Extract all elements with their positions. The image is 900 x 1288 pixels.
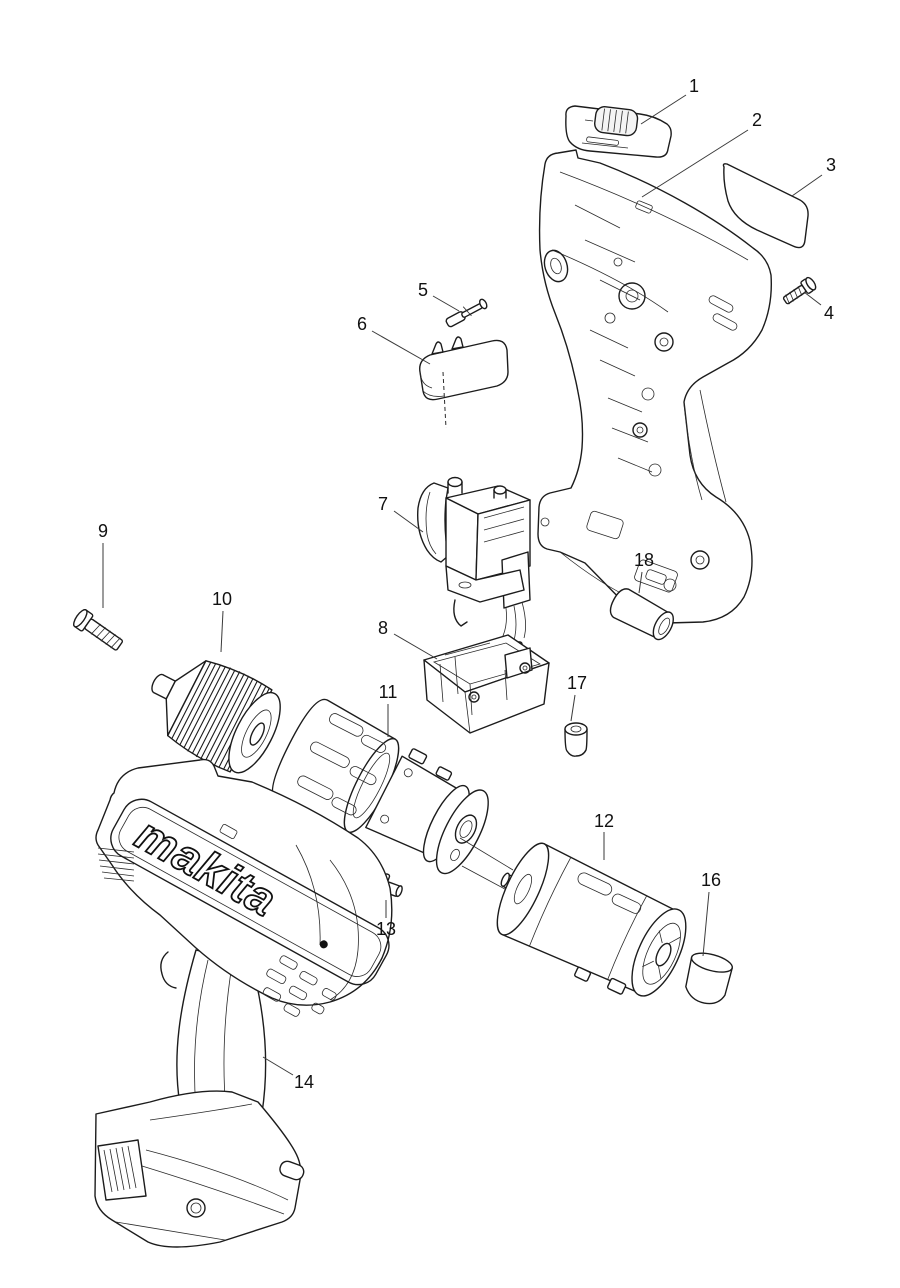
callout-label-14: 14 xyxy=(294,1072,314,1092)
callout-label-13: 13 xyxy=(376,919,396,939)
callout-label-8: 8 xyxy=(378,618,388,638)
callout-leader-14 xyxy=(262,1056,294,1076)
part-6-slide-button xyxy=(419,336,509,429)
callout-leader-18 xyxy=(638,571,643,594)
part-4-screw xyxy=(782,276,817,305)
callout-leader-7 xyxy=(393,510,424,533)
callout-label-3: 3 xyxy=(826,155,836,175)
part-2-housing-right xyxy=(537,149,772,624)
part-11-gear-assembly xyxy=(271,698,489,875)
callout-leader-3 xyxy=(791,174,823,197)
callout-label-7: 7 xyxy=(378,494,388,514)
part-17-ring xyxy=(564,722,588,757)
callout-leader-16 xyxy=(702,891,710,957)
callout-label-2: 2 xyxy=(752,110,762,130)
callout-label-6: 6 xyxy=(357,314,367,334)
callout-label-11: 11 xyxy=(379,682,398,702)
callout-label-10: 10 xyxy=(212,589,232,609)
part-12-motor xyxy=(496,842,687,997)
callout-label-5: 5 xyxy=(418,280,428,300)
part-7-switch xyxy=(417,476,531,651)
callout-label-9: 9 xyxy=(98,521,108,541)
callout-leader-2 xyxy=(641,129,749,198)
callout-leader-1 xyxy=(640,94,687,125)
part-8-terminal-case xyxy=(423,634,550,734)
callout-leader-6 xyxy=(371,330,431,365)
callout-label-18: 18 xyxy=(634,550,654,570)
callout-label-17: 17 xyxy=(567,673,587,693)
callout-label-16: 16 xyxy=(701,870,721,890)
callout-label-1: 1 xyxy=(689,76,699,96)
part-9-bolt xyxy=(73,608,124,651)
part-3-label-sticker xyxy=(722,163,809,249)
callout-leader-8 xyxy=(393,633,438,660)
part-18-sleeve xyxy=(609,588,674,641)
logo-trademark-dot xyxy=(319,940,328,949)
callout-label-12: 12 xyxy=(594,811,614,831)
part-14-housing-left-assembly: makita xyxy=(94,758,393,1248)
callout-leader-5 xyxy=(432,295,460,312)
callout-leader-4 xyxy=(803,291,822,306)
callout-label-4: 4 xyxy=(824,303,834,323)
part-10-chuck xyxy=(151,660,281,774)
part-16-cap xyxy=(685,952,734,1005)
callout-leader-10 xyxy=(220,610,224,653)
part-5-pin xyxy=(445,298,488,328)
callout-leader-17 xyxy=(570,694,576,722)
part-1-selector-lever xyxy=(565,105,672,158)
